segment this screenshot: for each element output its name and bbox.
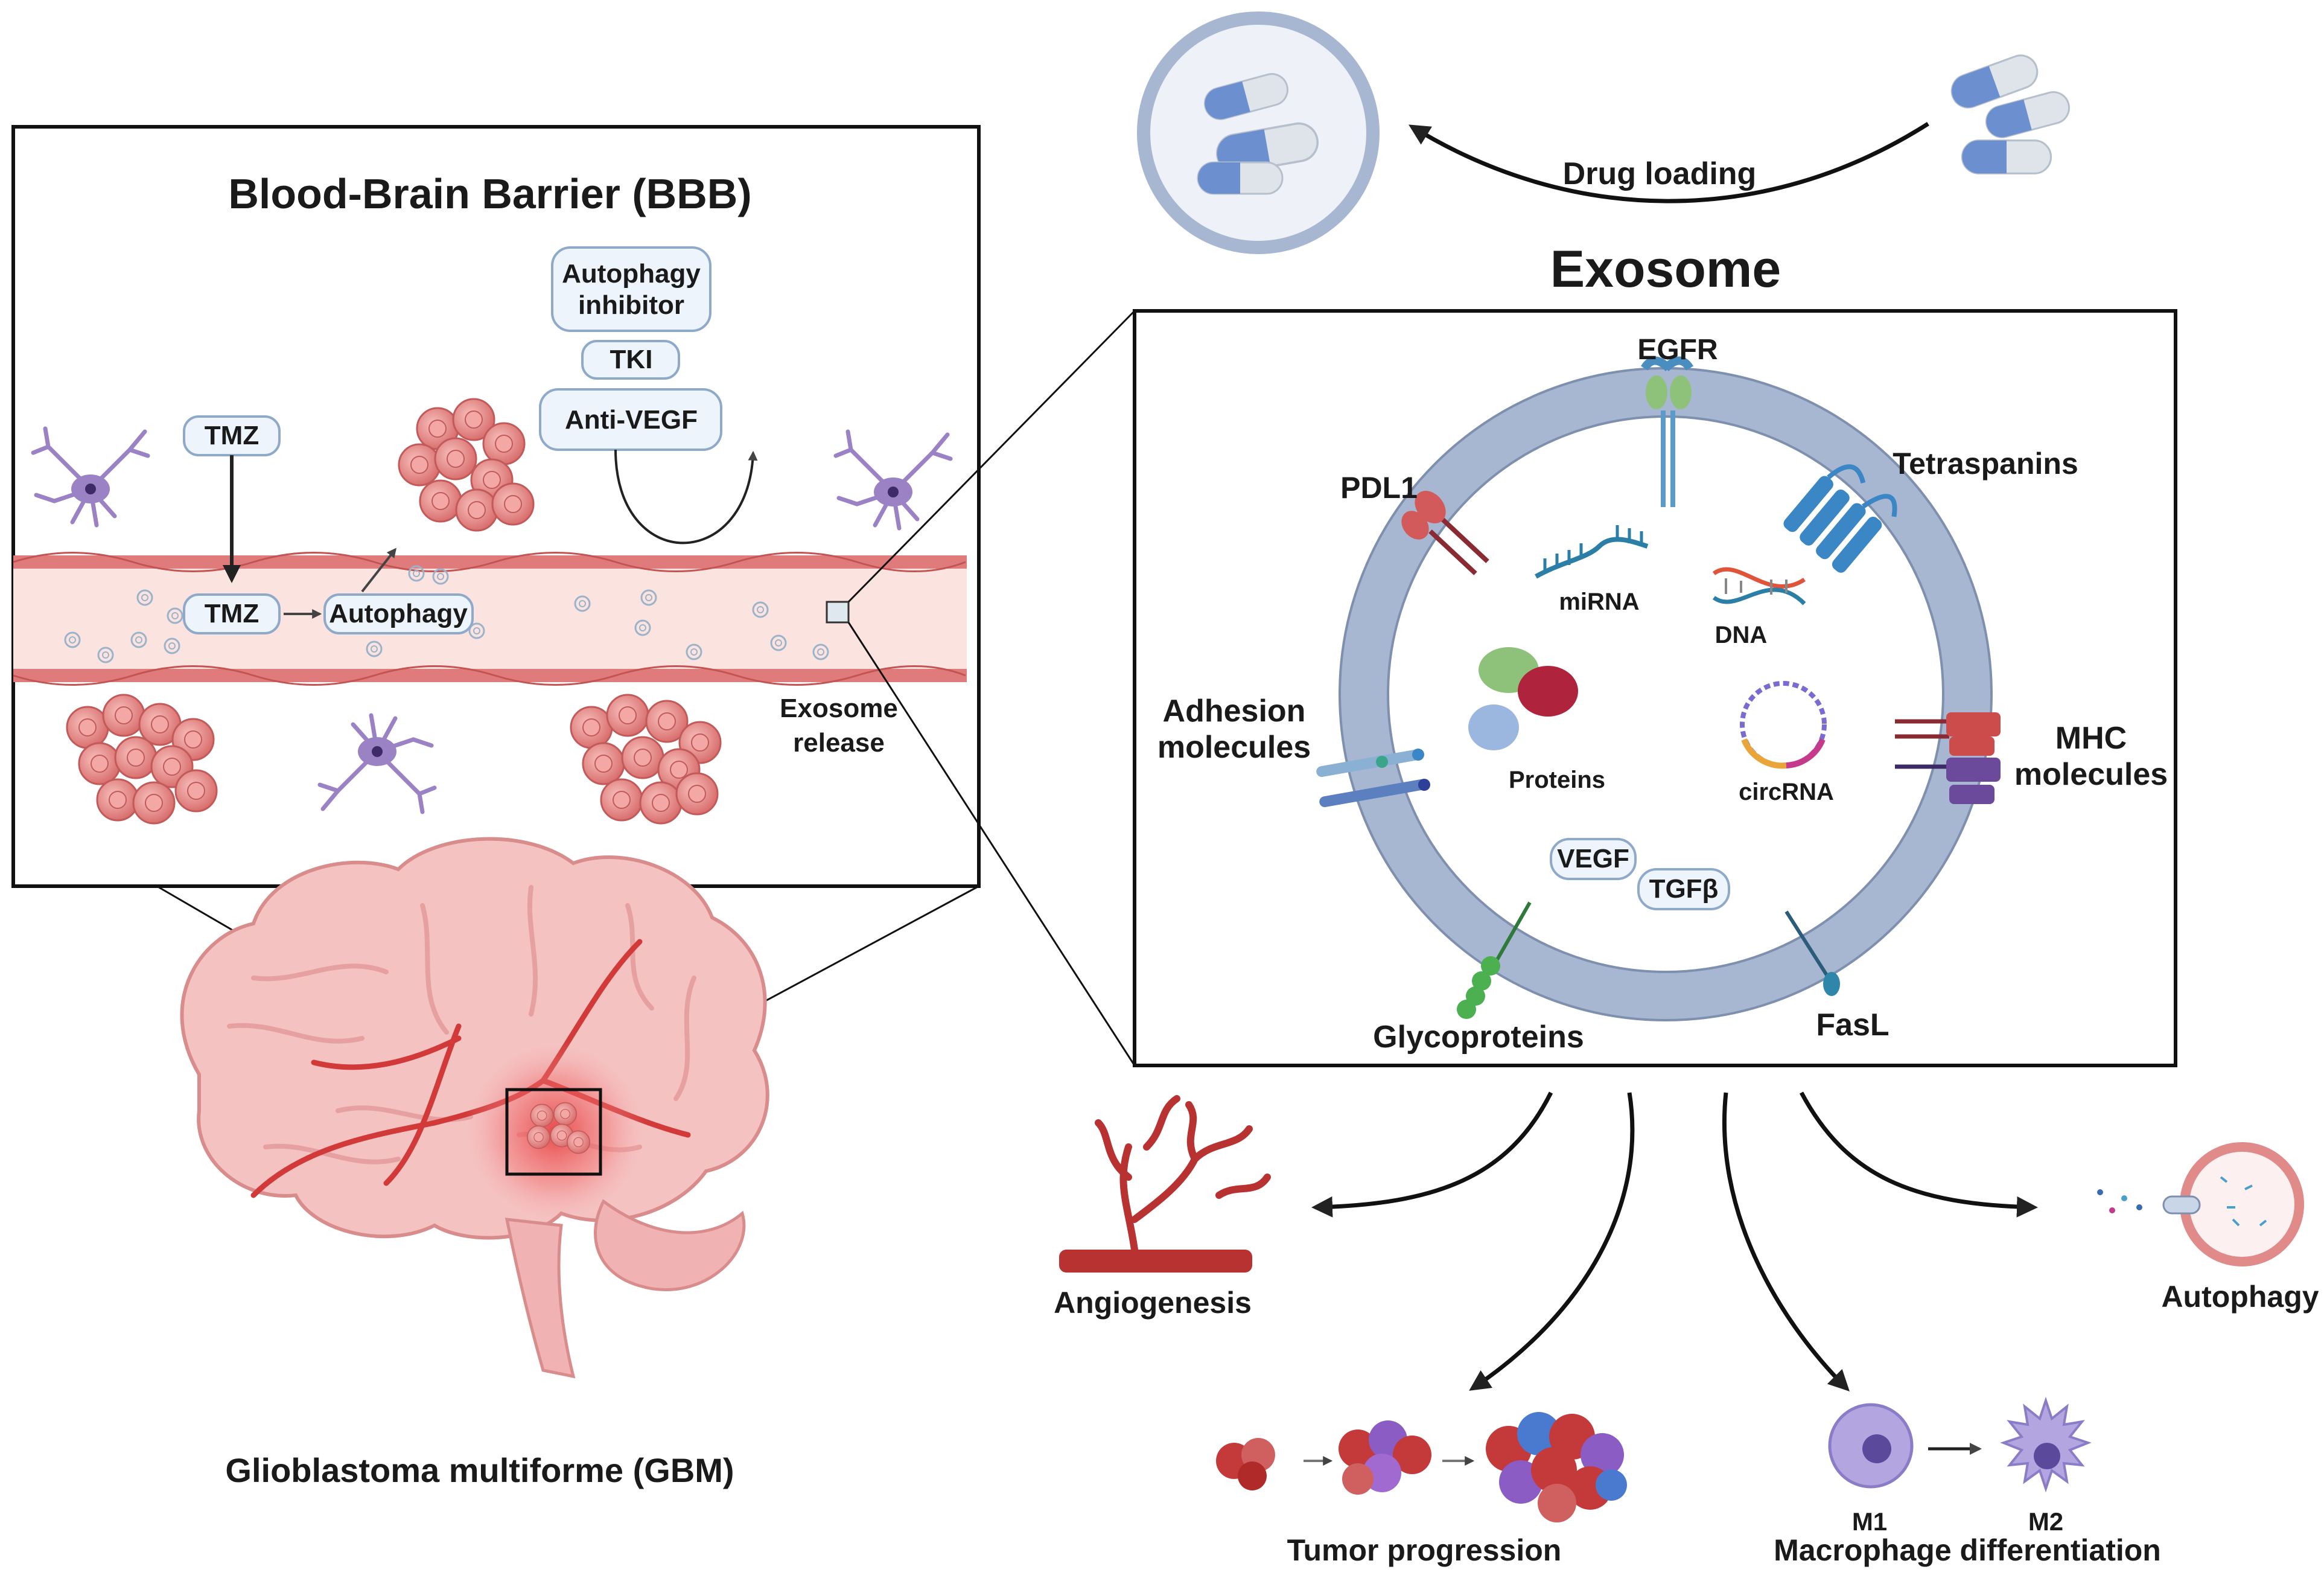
macrophage-label: Macrophage differentiation	[1774, 1533, 2161, 1567]
bbb-panel: Blood-Brain Barrier (BBB)	[11, 125, 981, 888]
glycoproteins-label: Glycoproteins	[1373, 1020, 1584, 1055]
svg-text:TGFβ: TGFβ	[1649, 874, 1719, 904]
egfr-receptor	[1640, 356, 1694, 507]
effect-arrows	[1311, 1091, 2038, 1391]
circrna-label: circRNA	[1739, 779, 1834, 805]
circrna-icon	[1740, 681, 1827, 769]
dna-label: DNA	[1715, 622, 1768, 648]
zoom-line-exo-top	[847, 310, 1136, 603]
autophagy-icon	[2097, 1142, 2304, 1266]
drug-loading-arrow	[1409, 122, 1929, 203]
exosome-release-label-1: Exosome	[780, 694, 898, 723]
brain-caption: Glioblastoma multiforme (GBM)	[225, 1451, 734, 1489]
mhc-label-2: molecules	[2014, 757, 2168, 792]
bbb-title: Blood-Brain Barrier (BBB)	[228, 170, 751, 217]
tumor-progression-label: Tumor progression	[1287, 1533, 1562, 1567]
svg-text:Autophagy: Autophagy	[329, 599, 468, 628]
svg-text:TMZ: TMZ	[205, 599, 259, 628]
adhesion-label-2: molecules	[1157, 730, 1311, 765]
drug-loading-label: Drug loading	[1563, 156, 1757, 191]
proteins-label: Proteins	[1509, 767, 1605, 793]
tmz-top-pill: TMZ	[183, 415, 281, 456]
anti-vegf-arrow	[614, 449, 758, 545]
pdl1-label: PDL1	[1340, 471, 1418, 505]
glycoproteins	[1457, 901, 1532, 1019]
tmz-vessel-pill: TMZ	[183, 593, 281, 634]
tetraspanins-protein	[1783, 464, 1897, 573]
tki-pill: TKI	[581, 340, 680, 380]
anti-vegf-pill: Anti-VEGF	[539, 388, 722, 451]
egfr-label: EGFR	[1637, 334, 1718, 366]
svg-text:VEGF: VEGF	[1557, 844, 1629, 874]
svg-text:Anti-VEGF: Anti-VEGF	[565, 405, 698, 435]
exosome-panel: EGFR PDL1 Tetraspanins Adhesion molecu	[1133, 309, 2177, 1067]
m2-label: M2	[2028, 1507, 2063, 1536]
autophagy-vessel-pill: Autophagy	[323, 593, 474, 634]
pdl1-protein	[1401, 491, 1489, 575]
mhc-label-1: MHC	[2055, 721, 2127, 756]
mirna-icon	[1535, 525, 1649, 579]
svg-text:TKI: TKI	[610, 345, 653, 374]
m1-label: M1	[1852, 1507, 1887, 1536]
exosome-release-box	[826, 601, 850, 624]
zoom-line-exo-bottom	[847, 622, 1136, 1066]
svg-text:inhibitor: inhibitor	[578, 290, 684, 320]
angiogenesis-label: Angiogenesis	[1054, 1286, 1252, 1320]
angiogenesis-icon	[1059, 1095, 1271, 1273]
mhc-molecules	[1895, 712, 2001, 804]
free-drugs	[1946, 50, 2074, 174]
loaded-exosome	[1137, 11, 1380, 254]
autophagy-to-tumor-arrow	[361, 548, 396, 593]
exosome-release-label-2: release	[793, 728, 885, 758]
adhesion-label-1: Adhesion	[1163, 694, 1306, 729]
macrophage-icon	[1828, 1396, 2092, 1493]
proteins-icon	[1468, 647, 1578, 750]
mirna-label: miRNA	[1559, 589, 1639, 615]
brain-zoom-box	[505, 1088, 602, 1176]
fasl-protein	[1784, 910, 1840, 996]
svg-text:Autophagy: Autophagy	[562, 259, 701, 289]
autophagy-effect-label: Autophagy	[2161, 1280, 2319, 1314]
svg-text:TMZ: TMZ	[205, 421, 259, 450]
autophagy-inhibitor-pill: Autophagy inhibitor	[551, 246, 712, 332]
tetraspanins-label: Tetraspanins	[1893, 447, 2078, 481]
dna-icon	[1712, 567, 1806, 605]
fasl-label: FasL	[1816, 1008, 1889, 1043]
tumor-progression-icon	[1216, 1412, 1627, 1522]
tgfb-pill: TGFβ	[1637, 868, 1730, 910]
brain-illustration	[180, 837, 769, 1379]
blood-vessel	[13, 552, 967, 686]
exosome-title: Exosome	[1550, 240, 1781, 298]
adhesion-molecules	[1316, 749, 1430, 808]
vegf-pill: VEGF	[1550, 838, 1637, 880]
